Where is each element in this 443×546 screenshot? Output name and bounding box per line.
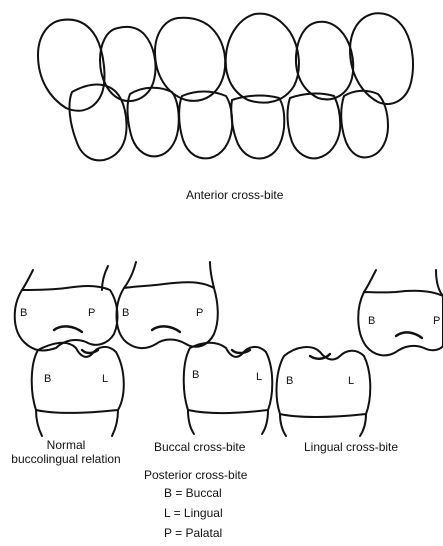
normal-upper-root-right <box>102 266 108 290</box>
buccal-buccal-upper-letter: B <box>122 306 129 320</box>
buccal-lingual-lower-letter: L <box>256 370 262 384</box>
normal-palatal-upper-letter: P <box>88 306 95 320</box>
normal-upper-molar <box>15 286 118 350</box>
normal-upper-root-left <box>22 270 33 290</box>
normal-buccal-upper-letter: B <box>20 306 27 320</box>
lingual-lingual-lower-letter: L <box>348 374 354 388</box>
normal-relation-caption-line2: buccolingual relation <box>0 452 132 466</box>
lower-tooth-3 <box>179 92 232 159</box>
upper-tooth-5 <box>296 22 353 100</box>
normal-lower-root-right <box>112 410 118 436</box>
lower-tooth-6 <box>341 91 388 158</box>
normal-lower-root-left <box>36 410 42 436</box>
normal-lower-fissure <box>82 350 98 353</box>
legend-lingual: L = Lingual <box>164 506 223 520</box>
buccal-crossbite-caption: Buccal cross-bite <box>154 440 245 454</box>
lingual-crossbite-molars <box>277 270 443 436</box>
anterior-crossbite-caption: Anterior cross-bite <box>186 188 283 202</box>
lingual-buccal-upper-letter: B <box>368 314 375 328</box>
lingual-palatal-upper-letter: P <box>433 314 440 328</box>
buccal-upper-fissure <box>152 326 180 332</box>
normal-buccal-lower-letter: B <box>44 372 51 386</box>
normal-relation-molars <box>15 266 124 436</box>
normal-relation-caption-line1: Normal <box>0 438 132 452</box>
buccal-lower-root-right <box>262 410 268 434</box>
normal-lingual-lower-letter: L <box>102 372 108 386</box>
buccal-upper-root-right <box>210 262 214 288</box>
buccal-buccal-lower-letter: B <box>192 368 199 382</box>
lower-tooth-1 <box>69 85 126 161</box>
legend-palatal: P = Palatal <box>164 526 222 540</box>
buccal-crossbite-molars <box>117 262 273 434</box>
upper-tooth-4 <box>226 14 299 103</box>
buccal-upper-root-left <box>124 262 136 288</box>
upper-tooth-2 <box>100 27 156 101</box>
lower-tooth-2 <box>128 88 179 157</box>
lingual-upper-root-left <box>364 270 376 292</box>
lingual-upper-root-right <box>436 270 443 296</box>
lingual-upper-fissure <box>396 332 422 338</box>
lower-tooth-4 <box>231 96 284 159</box>
lingual-lower-root-left <box>280 414 286 436</box>
buccal-palatal-upper-letter: P <box>196 306 203 320</box>
lower-tooth-5 <box>288 94 341 159</box>
lingual-crossbite-caption: Lingual cross-bite <box>304 440 398 454</box>
normal-upper-fissure <box>54 326 82 332</box>
legend-buccal: B = Buccal <box>164 486 222 500</box>
upper-tooth-3 <box>155 18 225 101</box>
lingual-buccal-lower-letter: B <box>286 374 293 388</box>
buccal-lower-root-left <box>188 410 194 434</box>
buccal-lower-fissure <box>232 350 250 353</box>
posterior-crossbite-caption: Posterior cross-bite <box>144 468 247 482</box>
lingual-lower-root-right <box>360 414 366 436</box>
